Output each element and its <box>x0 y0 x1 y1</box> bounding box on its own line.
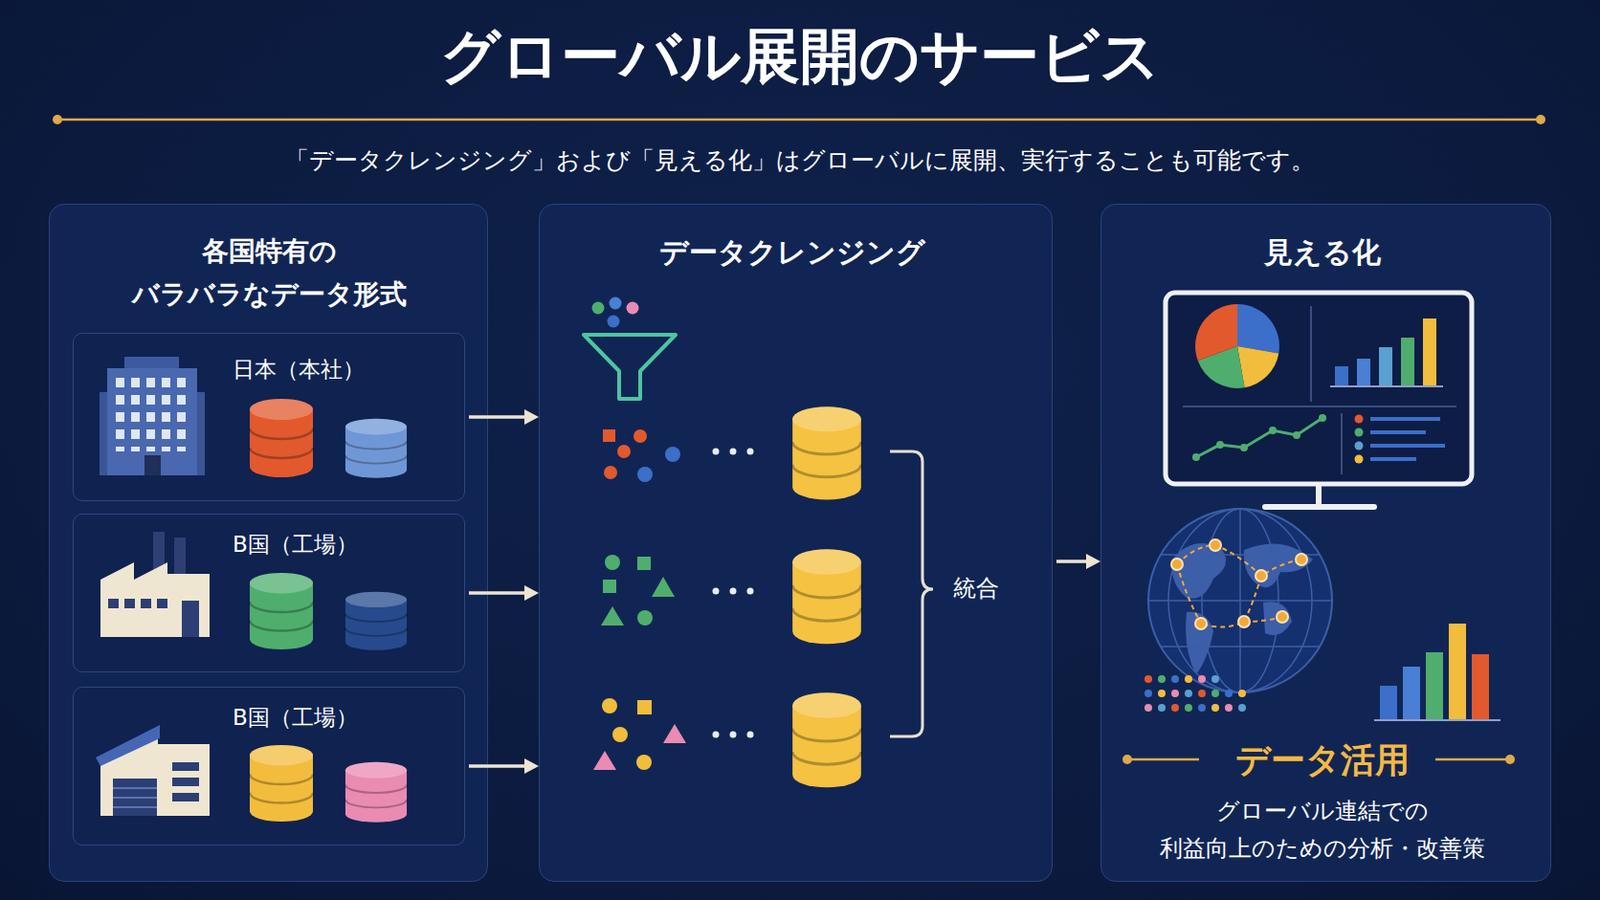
dashboard-monitor <box>1165 292 1472 508</box>
heading-rules <box>1122 755 1515 765</box>
source-databases <box>249 399 407 823</box>
factory-building <box>100 532 210 638</box>
funnel-icon <box>583 297 676 400</box>
highlight-heading: データ活用 <box>1101 736 1544 785</box>
data-dots <box>1144 675 1246 712</box>
visualization-panel: 見える化データ活用グローバル連結での 利益向上のための分析・改善策 <box>1100 203 1552 883</box>
merge-label-wrap: 統合 <box>953 574 1021 603</box>
site-label: B国（工場） <box>232 703 453 733</box>
flow-arrow <box>468 409 539 425</box>
panel-heading-wrap: データクレンジング <box>539 234 1045 271</box>
panel-heading-wrap: 各国特有の バラバラなデータ形式 <box>88 229 451 316</box>
clean-databases <box>792 406 862 788</box>
panel-body: グローバル連結での 利益向上のための分析・改善策 <box>1130 793 1515 868</box>
site-label: 日本（本社） <box>232 355 453 384</box>
highlight-heading-wrap: データ活用 <box>1101 736 1544 785</box>
panel-heading: 見える化 <box>1101 234 1544 271</box>
page-title: グローバル展開のサービス <box>0 22 1600 91</box>
site-label-wrap: 日本（本社） <box>232 355 453 384</box>
title-rule <box>52 114 1546 125</box>
cleansing-panel: データクレンジング <box>538 203 1053 883</box>
flow-arrow <box>468 585 539 601</box>
panel-heading-wrap: 見える化 <box>1101 234 1544 271</box>
site-card: B国（工場） <box>72 513 466 673</box>
source-panel: 各国特有の バラバラなデータ形式日本（本社） B国（工場） B国（工場） <box>48 203 489 883</box>
bar-chart <box>1374 623 1501 721</box>
site-label-wrap: B国（工場） <box>232 703 453 733</box>
subtitle-note-wrap: 「データクレンジング」および「見える化」はグローバルに展開、実行することも可能で… <box>0 144 1600 178</box>
site-card: 日本（本社） <box>72 333 466 502</box>
warehouse-building <box>95 725 210 817</box>
office-building <box>99 356 205 476</box>
subtitle-note: 「データクレンジング」および「見える化」はグローバルに展開、実行することも可能で… <box>0 144 1600 178</box>
merge-label: 統合 <box>953 574 1021 603</box>
site-card: B国（工場） <box>72 687 466 846</box>
panel-heading: 各国特有の バラバラなデータ形式 <box>88 229 451 316</box>
page-title-wrap: グローバル展開のサービス <box>0 22 1600 91</box>
panel-heading: データクレンジング <box>539 234 1045 271</box>
merge-bracket <box>889 451 934 737</box>
flow-arrow <box>468 758 539 775</box>
raw-shapes <box>593 429 755 771</box>
site-label-wrap: B国（工場） <box>232 530 453 559</box>
flow-arrow <box>1056 554 1101 570</box>
site-label: B国（工場） <box>232 530 453 559</box>
panel-body-wrap: グローバル連結での 利益向上のための分析・改善策 <box>1130 793 1515 868</box>
globe-network <box>1148 509 1333 693</box>
